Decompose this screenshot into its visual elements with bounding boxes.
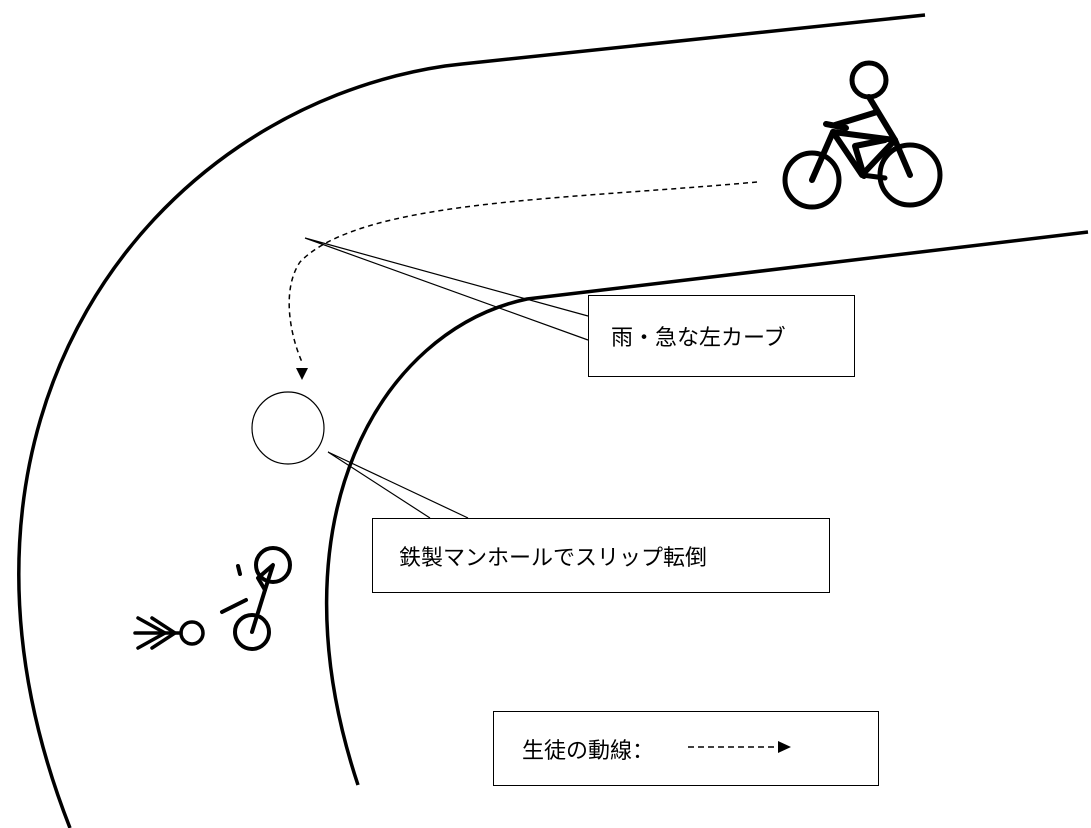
student-path-arrowhead	[296, 368, 308, 380]
cyclist-riding-icon	[782, 60, 943, 210]
fallen-bicycle-icon	[220, 546, 292, 651]
manhole	[251, 391, 325, 465]
callout-manhole-slip: 鉄製マンホールでスリップ転倒	[372, 518, 830, 593]
legend: 生徒の動線：	[493, 711, 879, 786]
fallen-person-icon	[133, 616, 205, 650]
callout-manhole-slip-text: 鉄製マンホールでスリップ転倒	[399, 545, 708, 571]
callout-rain-curve: 雨・急な左カーブ	[588, 295, 855, 377]
callout-pointer-rain	[304, 237, 589, 341]
road-outer-edge	[17, 13, 926, 828]
callout-pointer-slip	[327, 451, 469, 519]
legend-dashed-arrow-icon	[688, 736, 792, 761]
student-path-line	[288, 181, 758, 363]
road-inner-edge	[324, 230, 1089, 786]
legend-label: 生徒の動線：	[522, 738, 655, 764]
callout-rain-curve-text: 雨・急な左カーブ	[611, 326, 786, 351]
